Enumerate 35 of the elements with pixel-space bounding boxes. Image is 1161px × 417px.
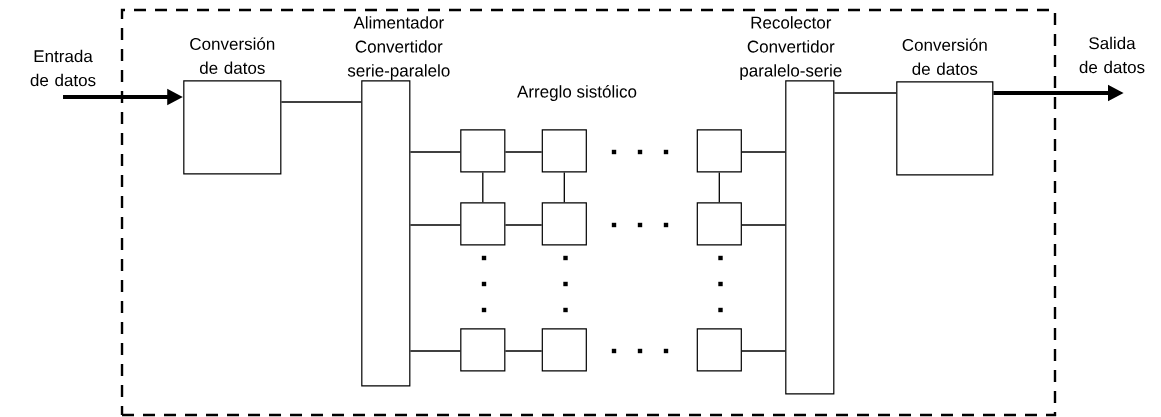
processing-element-box — [541, 202, 587, 246]
text-label: Entrada de datos — [30, 49, 96, 87]
text-label: Salida de datos — [1079, 36, 1145, 74]
processing-element-box — [460, 328, 506, 372]
connector-line — [409, 224, 461, 226]
node-label: Recolector Convertidor paralelo-serie — [740, 16, 842, 80]
connector-line — [741, 350, 786, 352]
connector-line — [482, 171, 484, 203]
connector-line — [504, 151, 543, 153]
node-label: Conversión de datos — [902, 38, 987, 75]
connector-line — [741, 224, 786, 226]
processing-element-box — [696, 328, 742, 372]
heading-text: Arreglo sistólico — [517, 85, 637, 101]
node-label: Alimentador Convertidor serie-paralelo — [347, 16, 450, 80]
connector-line — [409, 151, 461, 153]
converter-bar: Alimentador Convertidor serie-paralelo — [311, 16, 487, 387]
connector-line — [504, 350, 543, 352]
dashed-boundary — [120, 8, 1057, 417]
processing-element-box — [541, 328, 587, 372]
connector-line — [504, 224, 543, 226]
processing-element-box — [460, 129, 506, 173]
connector-line — [280, 101, 362, 103]
connector-line — [563, 171, 565, 203]
process-box: Conversión de datos — [884, 38, 1005, 176]
converter-bar: Recolector Convertidor paralelo-serie — [720, 16, 861, 395]
processing-element-box — [541, 129, 587, 173]
processing-element-box — [696, 202, 742, 246]
processing-element-box — [460, 202, 506, 246]
node-label: Conversión de datos — [190, 37, 275, 74]
connector-line — [833, 92, 897, 94]
processing-element-box — [696, 129, 742, 173]
process-box: Conversión de datos — [172, 37, 293, 175]
connector-line — [741, 151, 786, 153]
connector-line — [718, 171, 720, 203]
connector-line — [409, 350, 461, 352]
